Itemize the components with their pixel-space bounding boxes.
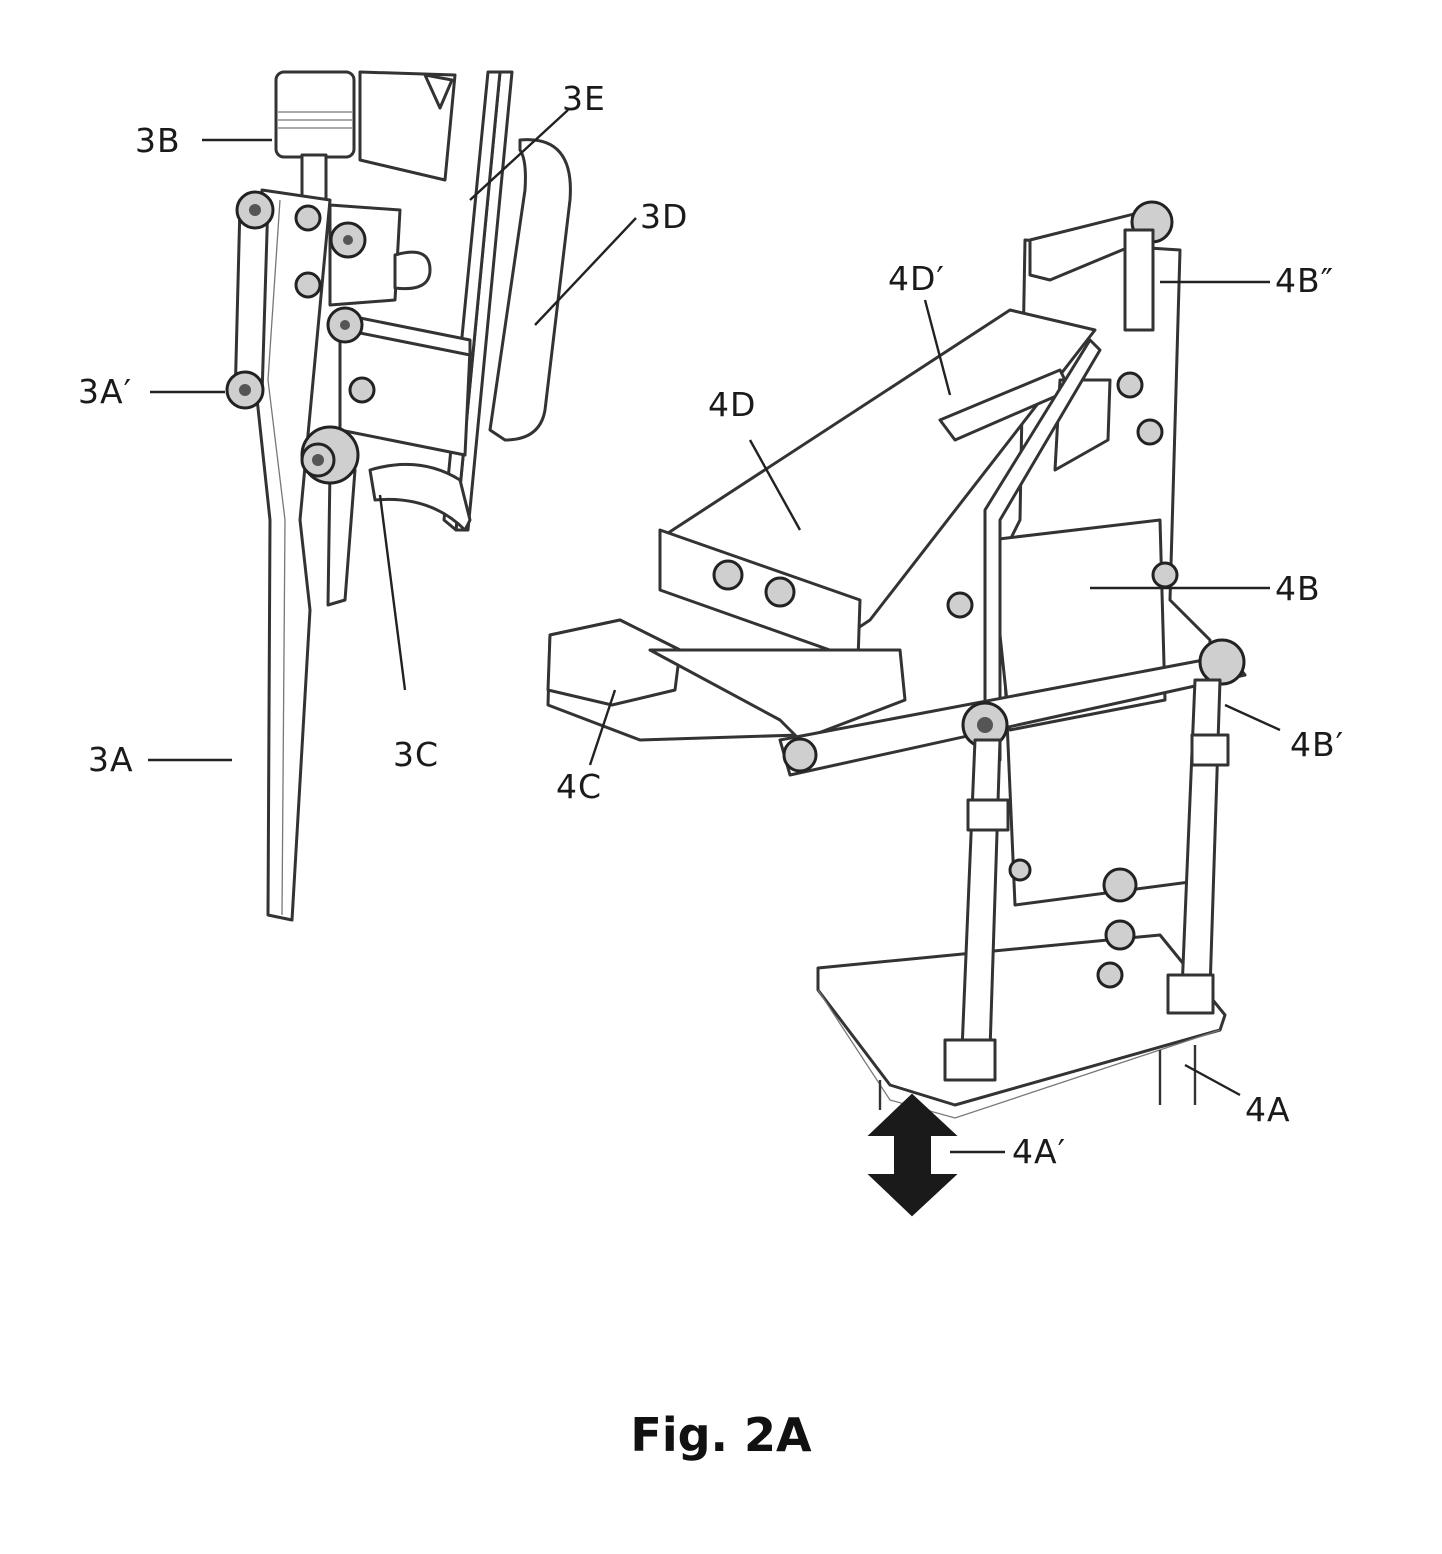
bolt xyxy=(294,271,322,299)
label-3D: 3D xyxy=(640,197,689,236)
cam-finger xyxy=(326,468,357,607)
bolt-center xyxy=(977,717,993,733)
side-link xyxy=(233,198,270,402)
double-headed-vertical-arrow-icon xyxy=(867,1093,958,1217)
leader-4B-prime xyxy=(1224,703,1281,732)
label-4A-prime: 4A′ xyxy=(1012,1132,1067,1171)
bolt-center xyxy=(312,454,324,466)
rod-3B-cap xyxy=(274,70,356,159)
label-3A: 3A xyxy=(88,740,134,779)
bolt-center xyxy=(249,204,261,216)
frame-bolt xyxy=(1104,919,1136,951)
lever-3A-edge xyxy=(267,199,286,916)
frame-bolt xyxy=(1102,867,1138,903)
link-pivot xyxy=(1198,638,1246,686)
frame-bolt xyxy=(1136,418,1164,446)
leader-3C xyxy=(378,494,407,691)
bolt-center xyxy=(239,384,251,396)
figure-caption: Fig. 2A xyxy=(630,1408,812,1462)
tray-4C-top xyxy=(546,618,682,707)
label-4D: 4D xyxy=(708,385,757,424)
link-pivot xyxy=(782,737,818,773)
leader-lines xyxy=(148,109,1281,1154)
frame-bolt xyxy=(1008,858,1032,882)
tray-clamp xyxy=(648,648,907,742)
leg-right-collar xyxy=(1190,733,1230,767)
base-post xyxy=(878,1045,1197,1110)
side-knob xyxy=(393,250,432,291)
frame-bolt xyxy=(1151,561,1179,589)
bolt xyxy=(294,204,322,232)
label-4B-double-prime: 4B″ xyxy=(1275,261,1334,300)
right-assembly xyxy=(546,200,1247,1119)
top-post xyxy=(1123,228,1155,332)
arm-bolt xyxy=(712,559,744,591)
frame-bolt xyxy=(1116,371,1144,399)
leader-4D-prime xyxy=(923,299,952,396)
label-4A: 4A xyxy=(1245,1090,1291,1129)
label-4C: 4C xyxy=(556,767,603,806)
rod-3B-bands xyxy=(278,111,352,129)
lever-3A xyxy=(253,188,332,922)
leg-left-foot xyxy=(943,1038,997,1082)
arm-bolt xyxy=(764,576,796,608)
label-3C: 3C xyxy=(393,735,440,774)
leg-right-foot xyxy=(1166,973,1215,1015)
bolt-center xyxy=(343,235,353,245)
leader-4C xyxy=(588,689,617,766)
label-3A-prime: 3A′ xyxy=(78,372,133,411)
label-3E: 3E xyxy=(562,79,606,118)
cam-3C xyxy=(368,462,472,532)
label-4D-prime: 4D′ xyxy=(888,259,945,298)
label-3B: 3B xyxy=(135,121,181,160)
base-plate-4A xyxy=(816,933,1227,1107)
label-4B-prime: 4B′ xyxy=(1290,725,1345,764)
leader-4A xyxy=(1184,1063,1241,1097)
leader-3D xyxy=(534,217,637,326)
frame-bolt xyxy=(1096,961,1124,989)
left-assembly xyxy=(225,70,572,922)
bolt xyxy=(348,376,376,404)
leader-3E xyxy=(469,109,569,201)
bolt-center xyxy=(340,320,350,330)
curved-rail-3D xyxy=(488,138,572,442)
upper-wedge xyxy=(423,73,454,110)
frame-bolt xyxy=(946,591,974,619)
leader-4D xyxy=(748,439,802,531)
label-4B: 4B xyxy=(1275,569,1321,608)
upper-housing-plate xyxy=(358,70,457,182)
leg-left-collar xyxy=(966,798,1010,832)
